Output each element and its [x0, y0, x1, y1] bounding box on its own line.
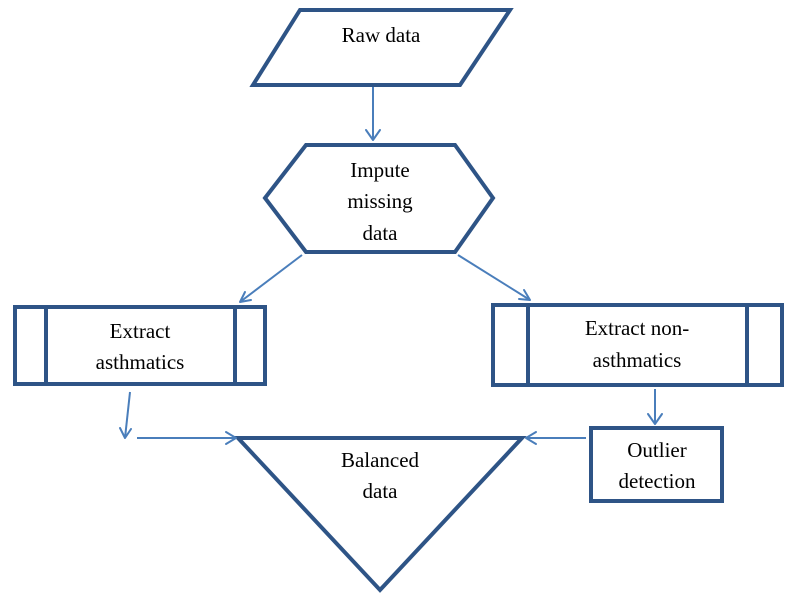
impute-label-line-2: missing — [347, 189, 413, 213]
arrowhead — [525, 431, 537, 445]
arrowhead — [119, 427, 132, 439]
extract-asthmatics-label-line-2: asthmatics — [96, 350, 185, 374]
connector-raw-to-impute — [365, 87, 381, 141]
arrowhead — [518, 289, 531, 301]
extract-non-asthmatics-label-line-1: Extract non- — [585, 316, 689, 340]
extract-non-asthmatics-label-line-2: asthmatics — [593, 348, 682, 372]
extract-asthmatics-node: Extract asthmatics — [13, 305, 267, 386]
outlier-detection-shape — [589, 426, 724, 503]
connector-extract-non-asthmatics-to-outlier — [647, 389, 663, 425]
connector-to-balanced-data-left — [137, 431, 237, 445]
connector-outlier-to-balanced-data — [525, 431, 586, 445]
balanced-data-label-line-1: Balanced — [341, 448, 420, 472]
extract-asthmatics-shape — [13, 305, 267, 386]
outlier-detection-label-line-1: Outlier — [627, 438, 686, 462]
connector-impute-to-extract-non-asthmatics — [457, 254, 531, 301]
balanced-data-shape — [233, 436, 527, 593]
connector-impute-to-extract-asthmatics — [239, 254, 303, 303]
arrowhead — [239, 291, 252, 303]
balanced-data-node: Balanced data — [233, 436, 527, 593]
arrowhead — [225, 431, 237, 445]
arrowhead — [647, 413, 663, 425]
balanced-data-label-line-2: data — [363, 479, 399, 503]
raw-data-label: Raw data — [342, 23, 421, 47]
raw-data-shape — [249, 8, 514, 87]
extract-non-asthmatics-node: Extract non- asthmatics — [491, 303, 784, 387]
impute-label-line-3: data — [363, 221, 399, 245]
raw-data-node: Raw data — [249, 8, 514, 87]
extract-non-asthmatics-shape — [491, 303, 784, 387]
outlier-detection-node: Outlier detection — [589, 426, 724, 503]
impute-shape — [262, 143, 496, 254]
connector-extract-asthmatics-drop — [119, 391, 132, 439]
outlier-detection-label-line-2: detection — [619, 469, 696, 493]
arrowhead — [365, 129, 381, 141]
extract-asthmatics-label-line-1: Extract — [110, 319, 171, 343]
impute-label-line-1: Impute — [350, 158, 409, 182]
impute-node: Impute missing data — [262, 143, 496, 254]
